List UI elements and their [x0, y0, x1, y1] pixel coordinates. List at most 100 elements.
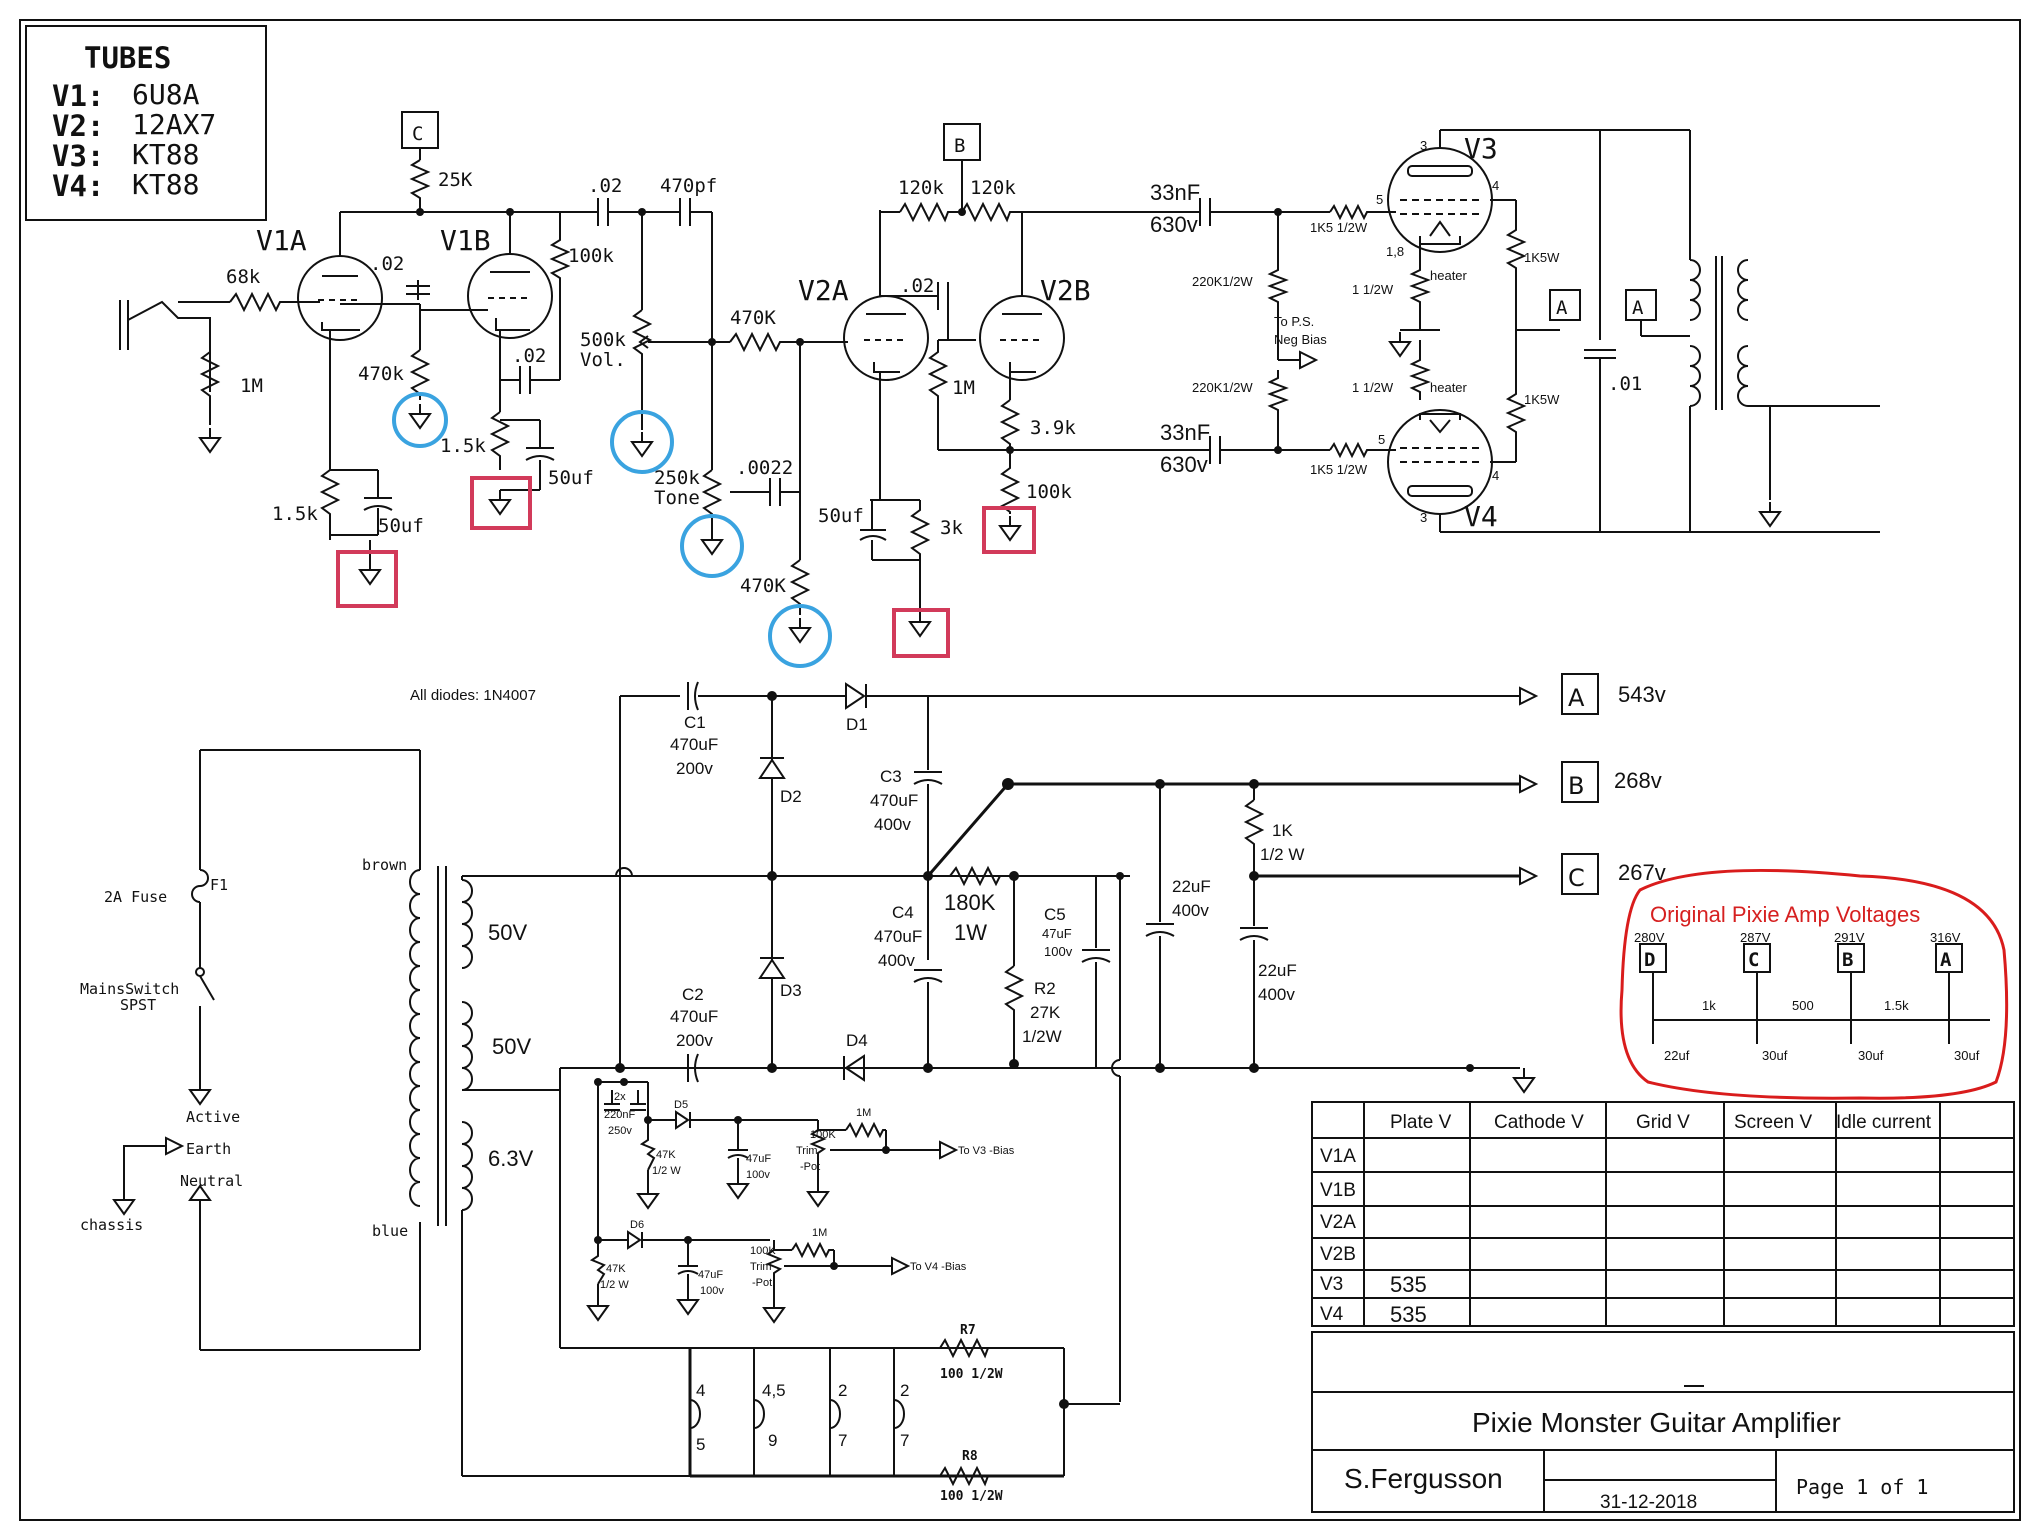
svg-text:100 1/2W: 100 1/2W — [940, 1367, 1003, 1382]
svg-text:3: 3 — [1420, 138, 1427, 153]
svg-text:-Pot: -Pot — [800, 1161, 820, 1173]
svg-text:V2A: V2A — [1320, 1212, 1356, 1233]
svg-text:V3: V3 — [1320, 1274, 1343, 1295]
svg-text:MainsSwitch: MainsSwitch — [80, 980, 179, 998]
node-a-box — [1549, 289, 1581, 321]
resistor-470k-b — [729, 331, 800, 353]
svg-text:Tone: Tone — [654, 487, 700, 509]
svg-text:1K5 1/2W: 1K5 1/2W — [1310, 220, 1368, 235]
svg-text:Active: Active — [186, 1108, 240, 1126]
svg-text:220K1/2W: 220K1/2W — [1192, 380, 1253, 395]
svg-text:V2B: V2B — [1040, 274, 1091, 307]
svg-text:470K: 470K — [740, 575, 786, 597]
svg-text:4,5: 4,5 — [762, 1381, 786, 1400]
svg-text:D4: D4 — [846, 1031, 868, 1050]
svg-text:287V: 287V — [1740, 930, 1771, 945]
svg-text:blue: blue — [372, 1222, 408, 1240]
resistor-100k-v2 — [999, 450, 1021, 514]
svg-text:Plate V: Plate V — [1390, 1112, 1452, 1133]
svg-text:100v: 100v — [700, 1285, 724, 1297]
svg-text:50uf: 50uf — [378, 515, 424, 537]
svg-text:33nF: 33nF — [1160, 420, 1210, 445]
svg-text:2x: 2x — [614, 1091, 626, 1103]
tube-type-1: 6U8A — [132, 78, 200, 111]
resistor-25k — [409, 159, 431, 212]
svg-text:V2B: V2B — [1320, 1244, 1356, 1265]
original-voltages-note: Original Pixie Amp Voltages 280V 287V 29… — [1619, 868, 2009, 1100]
svg-text:B: B — [954, 135, 965, 157]
svg-text:A: A — [1940, 949, 1952, 971]
svg-text:To V3 -Bias: To V3 -Bias — [958, 1145, 1015, 1157]
svg-text:30uf: 30uf — [1954, 1048, 1980, 1063]
power-supply-section: All diodes: 1N4007 2A Fuse F1 MainsSwitc… — [80, 673, 1666, 1504]
svg-text:7: 7 — [838, 1431, 847, 1450]
svg-text:100k: 100k — [568, 245, 614, 267]
svg-text:100K: 100K — [750, 1245, 776, 1257]
svg-text:1/2 W: 1/2 W — [1260, 845, 1304, 864]
svg-text:R2: R2 — [1034, 979, 1056, 998]
ground-marker-blue — [610, 410, 674, 474]
drawing-date: 31-12-2018 — [1600, 1492, 1697, 1513]
svg-text:D2: D2 — [780, 787, 802, 806]
resistor-68k — [229, 291, 300, 313]
tube-type-2: 12AX7 — [132, 108, 216, 141]
svg-text:50V: 50V — [488, 920, 527, 945]
resistor-220k-b — [1267, 370, 1289, 450]
svg-text:V1A: V1A — [1320, 1146, 1356, 1167]
svg-text:B: B — [1568, 772, 1584, 800]
svg-text:267v: 267v — [1618, 860, 1666, 885]
svg-text:C1: C1 — [684, 713, 706, 732]
mains-transformer-primary — [409, 869, 421, 1207]
svg-text:100 1/2W: 100 1/2W — [940, 1489, 1003, 1504]
ground-marker-red — [892, 608, 950, 658]
svg-text:22uF: 22uF — [1172, 877, 1211, 896]
svg-text:V3: V3 — [1464, 132, 1498, 165]
svg-text:120k: 120k — [970, 177, 1016, 199]
svg-text:1M: 1M — [952, 377, 975, 399]
drawing-title: Pixie Monster Guitar Amplifier — [1472, 1407, 1841, 1438]
resistor-r7 — [939, 1337, 1000, 1359]
resistor-1-half-a — [1409, 244, 1431, 312]
svg-text:Idle current: Idle current — [1836, 1112, 1932, 1133]
tube-id-3: V3: — [52, 139, 104, 173]
svg-text:500k: 500k — [580, 329, 626, 351]
svg-text:V1B: V1B — [1320, 1180, 1356, 1201]
resistor-1m-bias-v4 — [791, 1241, 834, 1259]
tube-id-4: V4: — [52, 169, 104, 203]
svg-text:30uf: 30uf — [1762, 1048, 1788, 1063]
svg-text:brown: brown — [362, 856, 407, 874]
rail-c-box — [1561, 853, 1599, 895]
resistor-3k — [909, 500, 931, 560]
svg-text:2: 2 — [838, 1381, 847, 1400]
svg-text:C5: C5 — [1044, 905, 1066, 924]
tube-type-3: KT88 — [132, 138, 199, 171]
resistor-1-5k-b — [489, 411, 511, 470]
svg-text:291V: 291V — [1834, 930, 1865, 945]
trimpot-v4 — [765, 1240, 783, 1284]
svg-text:Screen V: Screen V — [1734, 1112, 1812, 1133]
svg-text:.02: .02 — [900, 275, 934, 297]
svg-text:.02: .02 — [370, 253, 404, 275]
resistor-100k — [549, 212, 571, 290]
resistor-470k-c — [789, 559, 811, 615]
svg-text:4: 4 — [1492, 468, 1499, 483]
diode-d6 — [627, 1230, 643, 1250]
svg-text:1k: 1k — [1702, 998, 1716, 1013]
input-jack — [119, 300, 211, 392]
svg-text:1M: 1M — [812, 1227, 827, 1239]
svg-text:400v: 400v — [874, 815, 911, 834]
svg-text:7: 7 — [900, 1431, 909, 1450]
svg-text:100v: 100v — [746, 1169, 770, 1181]
pot-tone — [701, 469, 723, 520]
svg-text:V1A: V1A — [256, 224, 307, 257]
svg-text:470pf: 470pf — [660, 175, 717, 197]
svg-text:1/2 W: 1/2 W — [652, 1165, 681, 1177]
svg-text:R8: R8 — [962, 1449, 978, 1464]
svg-text:A: A — [1632, 297, 1644, 319]
diode-d1 — [845, 682, 867, 710]
rail-a-box — [1561, 673, 1599, 715]
svg-text:D5: D5 — [674, 1099, 688, 1111]
resistor-1m-v2 — [927, 340, 949, 450]
